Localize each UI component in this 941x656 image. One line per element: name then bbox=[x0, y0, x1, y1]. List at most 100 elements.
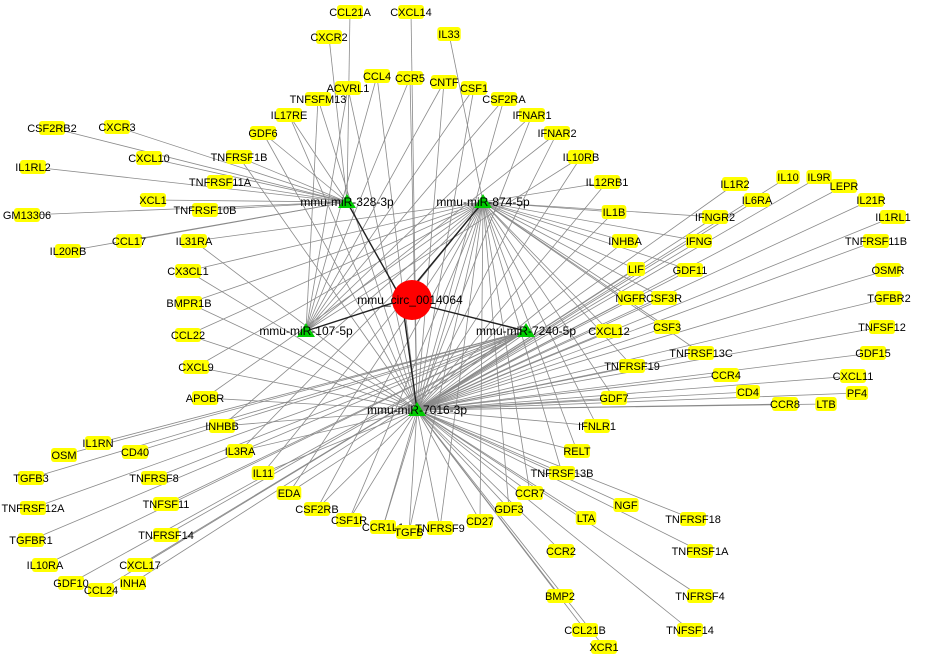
gene-node[interactable]: IL17RE bbox=[271, 108, 308, 122]
gene-node[interactable]: TNFRSF9 bbox=[415, 521, 465, 535]
gene-node[interactable]: GDF7 bbox=[599, 391, 629, 405]
gene-node[interactable]: EDA bbox=[276, 486, 302, 500]
gene-node[interactable]: IL1R2 bbox=[720, 177, 750, 191]
gene-node[interactable]: CSF3 bbox=[653, 320, 681, 334]
gene-node[interactable]: CXCL11 bbox=[833, 369, 874, 383]
gene-node[interactable]: IL10RA bbox=[27, 558, 64, 572]
gene-node[interactable]: IL12RB1 bbox=[586, 175, 629, 189]
gene-node[interactable]: CSF2RB bbox=[295, 502, 339, 516]
gene-node[interactable]: TNFRSF1A bbox=[672, 544, 730, 558]
gene-node[interactable]: CCR1L1 bbox=[362, 520, 404, 534]
gene-node[interactable]: INHBA bbox=[608, 234, 642, 248]
gene-node[interactable]: CCL21B bbox=[564, 623, 606, 637]
gene-node[interactable]: CXCL14 bbox=[390, 5, 432, 19]
gene-node[interactable]: IFNAR1 bbox=[512, 108, 552, 122]
gene-node[interactable]: TNFRSF14 bbox=[138, 528, 194, 542]
gene-node[interactable]: IL1RN bbox=[82, 436, 114, 450]
gene-node[interactable]: RELT bbox=[563, 444, 591, 458]
gene-node[interactable]: GDF15 bbox=[855, 346, 891, 360]
gene-node[interactable]: IFNGR2 bbox=[695, 210, 735, 224]
gene-node[interactable]: INHBB bbox=[205, 419, 239, 433]
gene-node[interactable]: IL31RA bbox=[176, 234, 213, 248]
gene-node[interactable]: BMP2 bbox=[545, 589, 575, 603]
gene-node[interactable]: CSF1 bbox=[460, 81, 488, 95]
gene-node[interactable]: CCL17 bbox=[112, 234, 146, 248]
gene-node[interactable]: IL1RL2 bbox=[15, 160, 51, 174]
gene-node[interactable]: CSF2RA bbox=[482, 92, 526, 106]
gene-node[interactable]: PF4 bbox=[845, 386, 869, 400]
gene-node[interactable]: CX3CL1 bbox=[167, 264, 209, 278]
gene-node[interactable]: OSM bbox=[51, 448, 77, 462]
mirna-node-m7240[interactable]: mmu-miR-7240-5p bbox=[476, 323, 576, 338]
gene-node[interactable]: CD27 bbox=[466, 514, 494, 528]
gene-node[interactable]: NGFR bbox=[615, 291, 647, 305]
gene-node[interactable]: CSF3R bbox=[646, 291, 682, 305]
circrna-node[interactable]: mmu_circ_0014064 bbox=[357, 280, 463, 320]
gene-node[interactable]: TNFSF12 bbox=[858, 320, 906, 334]
gene-node[interactable]: IL10RB bbox=[563, 150, 600, 164]
gene-node[interactable]: GDF6 bbox=[248, 126, 278, 140]
gene-node[interactable]: TNFRSF13C bbox=[669, 346, 733, 360]
gene-node[interactable]: CCR4 bbox=[711, 368, 741, 382]
gene-node[interactable]: IL1RL1 bbox=[875, 210, 911, 224]
gene-node[interactable]: TNFRSF18 bbox=[665, 512, 721, 526]
gene-node[interactable]: TNFRSF1B bbox=[211, 150, 268, 164]
gene-node[interactable]: IL10 bbox=[776, 170, 800, 184]
gene-node[interactable]: CCR5 bbox=[395, 71, 425, 85]
gene-node[interactable]: TGFB3 bbox=[13, 471, 49, 485]
mirna-node-m107[interactable]: mmu-miR-107-5p bbox=[259, 323, 353, 338]
gene-node[interactable]: CCL21A bbox=[329, 5, 371, 19]
gene-node[interactable]: CXCR3 bbox=[98, 120, 136, 134]
mirna-node-m874[interactable]: mmu-miR-874-5p bbox=[436, 194, 530, 209]
gene-node[interactable]: TGFBR1 bbox=[9, 533, 53, 547]
gene-node[interactable]: CD4 bbox=[735, 385, 761, 399]
gene-node[interactable]: ACVRL1 bbox=[327, 81, 370, 95]
gene-node[interactable]: TNFRSF4 bbox=[675, 589, 725, 603]
gene-node[interactable]: APOBR bbox=[186, 391, 225, 405]
gene-node[interactable]: LTB bbox=[815, 397, 837, 411]
gene-node[interactable]: CCL24 bbox=[84, 583, 118, 597]
gene-node[interactable]: CSF1R bbox=[331, 513, 367, 527]
gene-node[interactable]: IL21R bbox=[856, 193, 886, 207]
gene-node[interactable]: CCL22 bbox=[171, 328, 205, 342]
gene-node[interactable]: INHA bbox=[120, 576, 147, 590]
gene-node[interactable]: TNFRSF8 bbox=[129, 471, 179, 485]
mirna-node-m7016[interactable]: mmu-miR-7016-3p bbox=[367, 402, 467, 417]
mirna-node-m328[interactable]: mmu-miR-328-3p bbox=[300, 194, 394, 209]
gene-node[interactable]: TNFRSF11A bbox=[189, 175, 252, 189]
gene-node[interactable]: CXCL17 bbox=[119, 558, 161, 572]
gene-node[interactable]: CXCL12 bbox=[588, 324, 630, 338]
gene-node[interactable]: TNFSF11 bbox=[143, 497, 190, 511]
gene-node[interactable]: TNFRSF12A bbox=[2, 501, 66, 515]
gene-node[interactable]: XCR1 bbox=[589, 640, 619, 654]
gene-node[interactable]: IFNAR2 bbox=[537, 126, 577, 140]
gene-node[interactable]: CXCL9 bbox=[178, 360, 214, 374]
gene-node[interactable]: CNTF bbox=[429, 75, 459, 89]
gene-node[interactable]: TNFSF14 bbox=[666, 623, 714, 637]
gene-node[interactable]: GDF11 bbox=[673, 263, 708, 277]
gene-node[interactable]: CXCL10 bbox=[128, 151, 170, 165]
gene-node[interactable]: IFNG bbox=[686, 234, 712, 248]
gene-node[interactable]: IL6RA bbox=[742, 193, 773, 207]
gene-node[interactable]: IL1B bbox=[601, 205, 627, 219]
gene-node[interactable]: TNFRSF13B bbox=[531, 466, 594, 480]
gene-node[interactable]: XCL1 bbox=[139, 193, 167, 207]
gene-node[interactable]: LEPR bbox=[830, 179, 859, 193]
gene-node[interactable]: TGFB bbox=[394, 525, 424, 539]
gene-node[interactable]: IL20RB bbox=[50, 244, 87, 258]
gene-node[interactable]: CXCR2 bbox=[310, 30, 348, 44]
gene-node[interactable]: GDF3 bbox=[494, 502, 524, 516]
gene-node[interactable]: CSF2RB2 bbox=[27, 121, 77, 135]
gene-node[interactable]: IL3RA bbox=[225, 444, 256, 458]
gene-node[interactable]: CCL4 bbox=[363, 69, 391, 83]
gene-node[interactable]: TNFRSF11B bbox=[845, 234, 907, 248]
gene-node[interactable]: OSMR bbox=[872, 263, 905, 277]
gene-node[interactable]: BMPR1B bbox=[166, 296, 212, 310]
gene-node[interactable]: IL11 bbox=[251, 466, 275, 480]
gene-node[interactable]: IL33 bbox=[437, 27, 461, 41]
gene-node[interactable]: NGF bbox=[613, 498, 639, 512]
gene-node[interactable]: CCR8 bbox=[770, 397, 800, 411]
gene-node[interactable]: IL9R bbox=[806, 170, 832, 184]
gene-node[interactable]: GDF10 bbox=[53, 576, 89, 590]
gene-node[interactable]: TNFRSF19 bbox=[604, 359, 660, 373]
